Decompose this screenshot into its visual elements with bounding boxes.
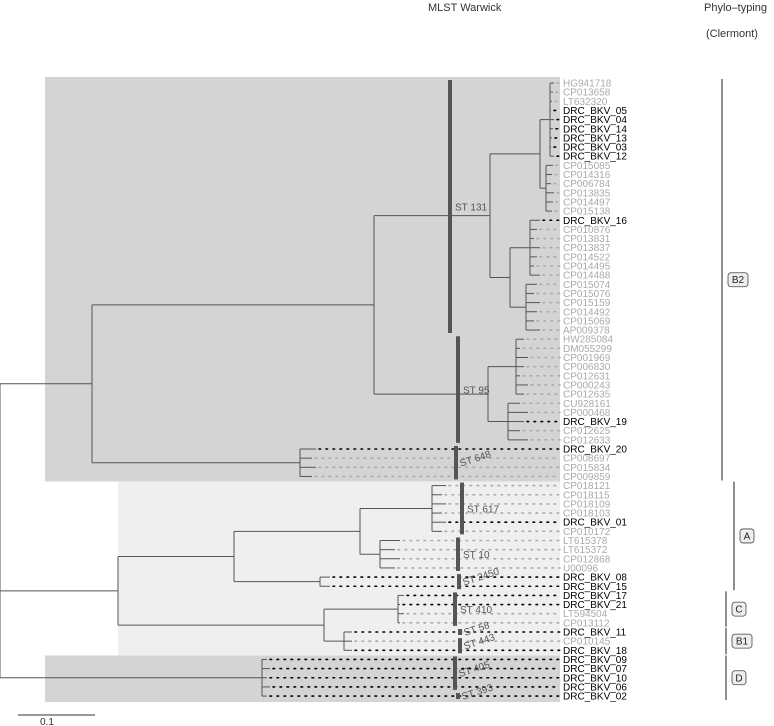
leaf-label-isolate: DRC_BKV_02 bbox=[563, 692, 627, 703]
phylogroup-label: B1 bbox=[736, 637, 749, 648]
phylogroup-label: C bbox=[735, 605, 742, 616]
leaf-label-reference: CP014316 bbox=[563, 170, 611, 181]
phylogroup-layer: B2A C B1D bbox=[721, 79, 755, 701]
leaf-label-isolate: DRC_BKV_08 bbox=[563, 573, 627, 584]
sequence-type-label: ST 617 bbox=[467, 504, 499, 515]
leaf-label-reference: CP000468 bbox=[563, 408, 611, 419]
leaf-label-reference: CP012633 bbox=[563, 435, 611, 446]
leaf-label-reference: CP014492 bbox=[563, 307, 611, 318]
leaf-label-isolate: DRC_BKV_09 bbox=[563, 655, 627, 666]
leaf-label-reference: CP013835 bbox=[563, 188, 611, 199]
leaf-label-isolate: DRC_BKV_14 bbox=[563, 124, 627, 135]
leaf-label-reference: CP014497 bbox=[563, 197, 611, 208]
leaf-label-isolate: DRC_BKV_17 bbox=[563, 591, 627, 602]
leaf-label-isolate: DRC_BKV_11 bbox=[563, 628, 627, 639]
sequence-type-label: ST 131 bbox=[455, 203, 487, 214]
leaf-label-isolate: DRC_BKV_07 bbox=[563, 664, 627, 675]
leaf-label-isolate: DRC_BKV_20 bbox=[563, 445, 627, 456]
leaf-label-reference: CP015074 bbox=[563, 280, 611, 291]
leaf-label-reference: LT615372 bbox=[563, 545, 608, 556]
mlst-header: MLST Warwick bbox=[428, 2, 502, 14]
leaf-label-reference: LT594504 bbox=[563, 609, 608, 620]
leaf-label-reference: CU928161 bbox=[563, 399, 611, 410]
leaf-label-reference: CP014488 bbox=[563, 271, 611, 282]
leaf-label-isolate: DRC_BKV_16 bbox=[563, 216, 627, 227]
leaf-label-reference: CP014495 bbox=[563, 262, 611, 273]
leaf-label-reference: CP013831 bbox=[563, 234, 611, 245]
phylogroup-badge bbox=[739, 528, 755, 544]
d-clade-shade bbox=[45, 655, 560, 703]
leaf-label-reference: CP001969 bbox=[563, 353, 611, 364]
leaf-label-reference: CP014522 bbox=[563, 252, 611, 263]
leaf-label-reference: CP012625 bbox=[563, 426, 611, 437]
phylogroup-badge bbox=[731, 670, 747, 686]
leaf-label-reference: CP015138 bbox=[563, 207, 611, 218]
phylogroup-badge bbox=[731, 601, 747, 617]
leaf-label-isolate: DRC_BKV_05 bbox=[563, 106, 627, 117]
leaf-label-reference: U00096 bbox=[563, 563, 598, 574]
leaf-label-reference: CP015085 bbox=[563, 161, 611, 172]
leaf-label-reference: DM055299 bbox=[563, 344, 612, 355]
phylogroup-badge bbox=[727, 272, 749, 288]
b2-clade-shade bbox=[45, 77, 560, 482]
phylogroup-label: B2 bbox=[732, 275, 745, 286]
leaf-label-isolate: DRC_BKV_19 bbox=[563, 417, 627, 428]
leaf-label-isolate: DRC_BKV_21 bbox=[563, 600, 627, 611]
branch-layer bbox=[0, 82, 554, 697]
leaf-label-reference: CP000243 bbox=[563, 380, 611, 391]
leader-dots-layer bbox=[269, 82, 561, 697]
phylogroup-label: A bbox=[744, 531, 751, 542]
clermont-header: (Clermont) bbox=[706, 28, 758, 40]
leaf-label-reference: CP018121 bbox=[563, 481, 611, 492]
leaf-label-reference: CP018109 bbox=[563, 499, 611, 510]
leaf-label-reference: CP009859 bbox=[563, 472, 611, 483]
leaf-label-isolate: DRC_BKV_03 bbox=[563, 143, 627, 154]
leaf-label-isolate: DRC_BKV_01 bbox=[563, 518, 627, 529]
leaf-label-isolate: DRC_BKV_15 bbox=[563, 582, 627, 593]
leaf-label-isolate: DRC_BKV_10 bbox=[563, 673, 627, 684]
leaf-label-reference: HG941718 bbox=[563, 79, 612, 90]
sequence-type-label: ST 95 bbox=[463, 386, 490, 397]
leaf-label-reference: LT632320 bbox=[563, 97, 608, 108]
leaf-label-isolate: DRC_BKV_12 bbox=[563, 152, 627, 163]
sequence-type-label: ST 10 bbox=[463, 550, 490, 561]
leaf-label-reference: CP015069 bbox=[563, 316, 611, 327]
leaf-label-reference: CP013837 bbox=[563, 243, 611, 254]
phylotyping-header: Phylo–typing bbox=[704, 2, 767, 14]
leaf-label-reference: CP010876 bbox=[563, 225, 611, 236]
leaf-label-reference: CP010145 bbox=[563, 637, 611, 648]
phylogroup-badge bbox=[731, 633, 753, 649]
leaf-label-reference: AP009378 bbox=[563, 326, 610, 337]
leaf-label-reference: CP012631 bbox=[563, 371, 611, 382]
leaf-label-reference: CP018103 bbox=[563, 509, 611, 520]
leaf-label-layer: HG941718CP013658LT632320DRC_BKV_05DRC_BK… bbox=[563, 79, 627, 703]
leaf-label-reference: CP015076 bbox=[563, 289, 611, 300]
clade-shading-layer bbox=[45, 77, 560, 703]
leaf-label-reference: CP010172 bbox=[563, 527, 611, 538]
leaf-label-isolate: DRC_BKV_13 bbox=[563, 133, 627, 144]
leaf-label-isolate: DRC_BKV_06 bbox=[563, 682, 627, 693]
leaf-label-reference: CP012635 bbox=[563, 390, 611, 401]
leaf-label-reference: CP013658 bbox=[563, 88, 611, 99]
leaf-label-reference: CP006784 bbox=[563, 179, 611, 190]
scale-label: 0.1 bbox=[40, 717, 54, 726]
leaf-label-reference: CP008697 bbox=[563, 454, 611, 465]
a-c-b1-clade-shade bbox=[118, 481, 560, 656]
leaf-label-reference: CP015834 bbox=[563, 463, 611, 474]
leaf-label-reference: CP013112 bbox=[563, 618, 610, 629]
phylogroup-label: D bbox=[735, 673, 742, 684]
leaf-label-reference: CP012868 bbox=[563, 554, 611, 565]
leaf-label-reference: CP006830 bbox=[563, 362, 611, 373]
leaf-label-isolate: DRC_BKV_04 bbox=[563, 115, 627, 126]
leaf-label-reference: HW285084 bbox=[563, 335, 613, 346]
sequence-type-label: ST 410 bbox=[460, 605, 492, 616]
leaf-label-reference: CP018115 bbox=[563, 490, 610, 501]
leaf-label-isolate: DRC_BKV_18 bbox=[563, 646, 627, 657]
leaf-label-reference: CP015159 bbox=[563, 298, 611, 309]
leaf-label-reference: LT615378 bbox=[563, 536, 608, 547]
